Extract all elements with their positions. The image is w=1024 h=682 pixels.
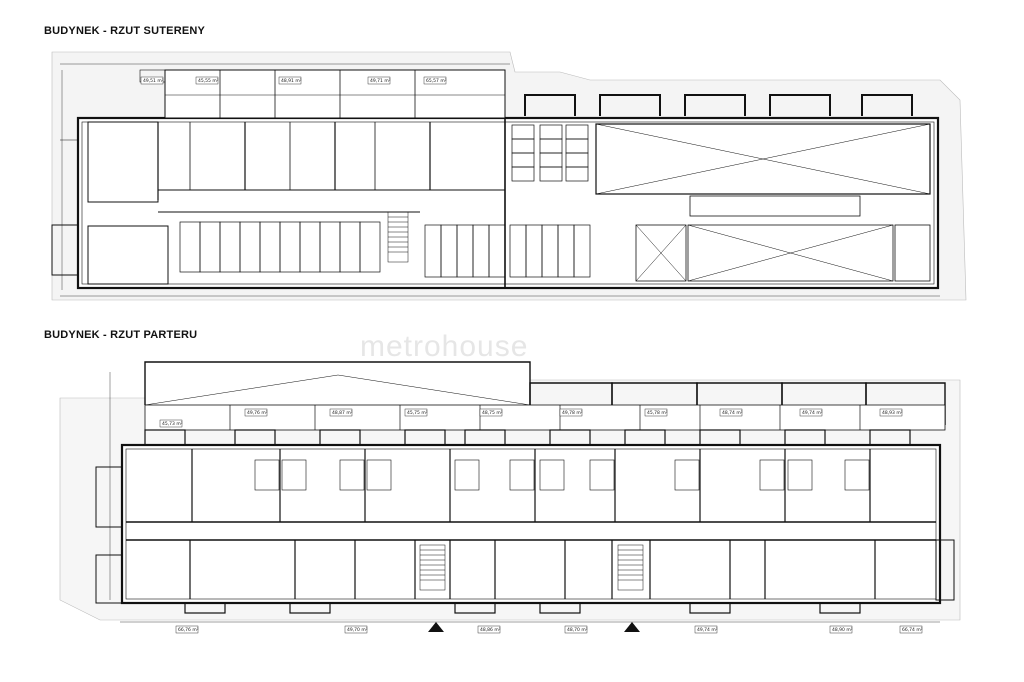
ground-area-labels-top: 45,73 m² 49,76 m² 48,87 m² 45,75 m² 48,7… xyxy=(159,408,903,428)
basement-area-label: 45,55 m² xyxy=(198,78,219,84)
ground-area-labels-bottom: 66,76 m² 49,70 m² 48,86 m² 48,70 m² 49,7… xyxy=(175,625,923,634)
ground-area-label: 66,76 m² xyxy=(178,627,199,633)
ground-area-label: 48,74 m² xyxy=(722,410,743,416)
ground-floor-plan-title: BUDYNEK - RZUT PARTERU xyxy=(44,329,198,341)
ground-area-label: 45,73 m² xyxy=(162,421,183,427)
ground-area-label: 45,75 m² xyxy=(407,410,428,416)
ground-area-label: 49,76 m² xyxy=(247,410,268,416)
ground-outer-wall xyxy=(120,443,942,605)
ground-area-label: 48,93 m² xyxy=(882,410,903,416)
basement-area-labels: 49,51 m² 45,55 m² 48,91 m² 49,71 m² 65,5… xyxy=(140,76,447,85)
ground-area-label: 66,74 m² xyxy=(902,627,923,633)
ground-area-label: 48,75 m² xyxy=(482,410,503,416)
basement-outer-wall xyxy=(76,116,940,290)
watermark-logo: metrohouse xyxy=(360,330,529,363)
ground-area-label: 48,87 m² xyxy=(332,410,353,416)
basement-area-label: 48,91 m² xyxy=(281,78,302,84)
ground-floor-plan xyxy=(59,361,961,632)
basement-area-label: 49,71 m² xyxy=(370,78,391,84)
ground-area-label: 48,70 m² xyxy=(567,627,588,633)
ground-area-label: 48,90 m² xyxy=(832,627,853,633)
ground-area-label: 49,74 m² xyxy=(802,410,823,416)
ground-area-label: 45,78 m² xyxy=(647,410,668,416)
basement-area-label: 65,57 m² xyxy=(426,78,447,84)
ground-area-label: 49,78 m² xyxy=(562,410,583,416)
basement-area-label: 49,51 m² xyxy=(143,78,164,84)
basement-plan-title: BUDYNEK - RZUT SUTERENY xyxy=(44,25,206,37)
basement-plan xyxy=(51,51,967,301)
ground-area-label: 49,70 m² xyxy=(347,627,368,633)
ground-area-label: 48,86 m² xyxy=(480,627,501,633)
ground-area-label: 49,74 m² xyxy=(697,627,718,633)
